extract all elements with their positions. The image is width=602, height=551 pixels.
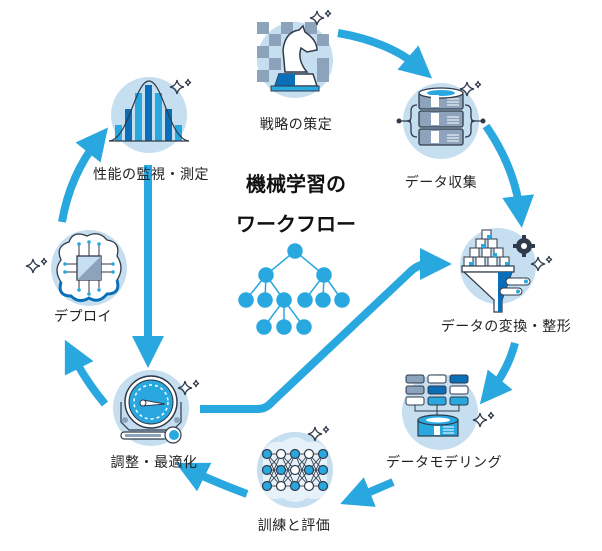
database-icon (396, 83, 486, 159)
nn-node (317, 464, 329, 476)
step-label-strategy: 戦略の策定 (259, 117, 333, 133)
step-label-monitoring: 性能の監視・測定 (93, 167, 209, 183)
nn-node (261, 480, 273, 492)
nn-edge (280, 453, 296, 487)
decision-tree-icon (238, 243, 350, 335)
step-deploy (25, 230, 127, 306)
nn-edge (308, 453, 324, 487)
arrow-tuning-to-deploy (64, 339, 109, 407)
nn-edge (294, 453, 310, 487)
step-label-data-collection: データ収集 (404, 175, 478, 191)
sparkle-icon (169, 78, 192, 95)
nn-node (261, 448, 273, 460)
nn-node (317, 448, 329, 460)
sparkle-icon (307, 425, 330, 442)
step-data-collection (396, 80, 486, 159)
nn-node (275, 480, 287, 492)
step-label-data-transform: データの変換・整形 (440, 319, 572, 335)
sparkle-icon (25, 257, 48, 274)
nn-node (303, 464, 315, 476)
step-label-tuning: 調整・最適化 (110, 455, 198, 471)
neural-network-icon (257, 432, 333, 508)
arrow-training-to-tuning (175, 462, 249, 498)
diagram-title-line2: ワークフロー (236, 212, 356, 236)
arrow-tuning-to-transform (200, 248, 452, 413)
nn-node (317, 480, 329, 492)
step-data-modeling (402, 374, 495, 450)
nn-node (289, 480, 301, 492)
step-monitoring (108, 77, 192, 153)
bell-curve-chart-icon (108, 77, 190, 153)
step-tuning (113, 370, 200, 446)
nn-edge (266, 453, 282, 487)
arrow-deploy-to-monitoring (58, 127, 108, 223)
step-label-deploy: デプロイ (54, 309, 112, 325)
arrow-transform-to-modeling (479, 341, 519, 405)
gear-icon (513, 235, 535, 257)
brain-chip-icon (51, 230, 127, 306)
step-data-transform (460, 228, 553, 313)
arrow-strategy-to-collection (337, 29, 433, 79)
sparkle-icon (459, 80, 482, 97)
nn-node (275, 448, 287, 460)
data-model-icon (402, 374, 478, 450)
diagram-title-line1: 機械学習の (246, 172, 346, 196)
nn-node (289, 464, 301, 476)
chess-knight-icon (257, 22, 333, 98)
flow-arrows (58, 29, 535, 507)
gauge-wrench-icon (113, 370, 189, 446)
sparkle-icon (530, 255, 553, 272)
step-label-training: 訓練と評価 (257, 518, 331, 534)
nn-node (275, 464, 287, 476)
nn-node (303, 448, 315, 460)
nn-node (289, 448, 301, 460)
nn-node (303, 480, 315, 492)
step-strategy (257, 9, 333, 98)
arrow-modeling-to-training (340, 477, 395, 507)
step-label-data-modeling: データモデリング (386, 455, 502, 471)
funnel-icon (460, 228, 536, 313)
arrow-collection-to-transform (482, 123, 535, 228)
sparkle-icon (472, 411, 495, 428)
sparkle-icon (177, 379, 200, 396)
sparkle-icon (309, 9, 332, 26)
step-training (257, 425, 333, 508)
nn-node (261, 464, 273, 476)
